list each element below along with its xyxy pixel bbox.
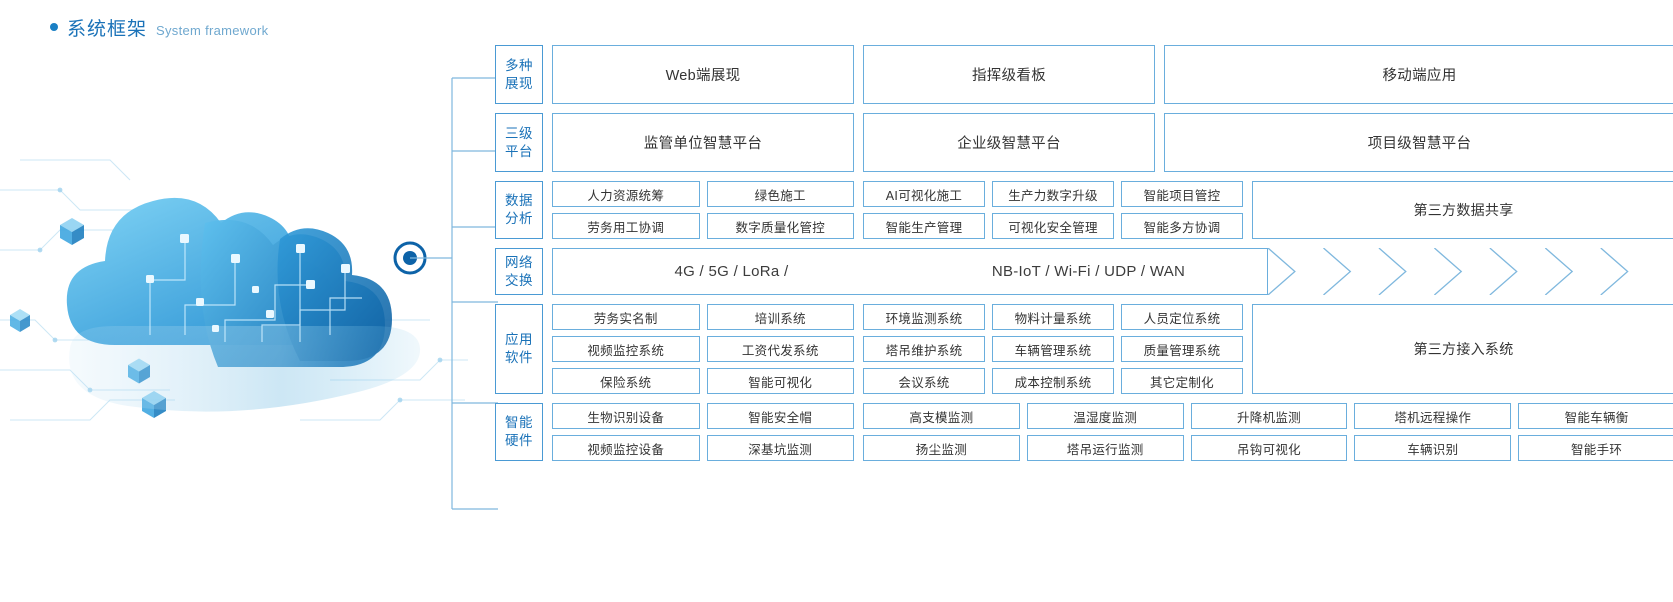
network-segment-cellular: 4G / 5G / LoRa /	[674, 263, 789, 280]
box-smart-project-control[interactable]: 智能项目管控	[1121, 181, 1243, 207]
box-green-construction[interactable]: 绿色施工	[706, 181, 854, 207]
row-label-line1: 三级	[505, 125, 533, 141]
box-supervision-platform[interactable]: 监管单位智慧平台	[552, 113, 854, 172]
cloud-svg	[0, 159, 468, 421]
box-smart-visualization[interactable]: 智能可视化	[706, 368, 854, 394]
box-labor-coordination[interactable]: 劳务用工协调	[552, 213, 700, 239]
row-label-line2: 展现	[505, 75, 533, 91]
box-smart-wristband[interactable]: 智能手环	[1518, 435, 1673, 461]
box-high-formwork-monitoring[interactable]: 高支模监测	[863, 403, 1020, 429]
row-label-line2: 平台	[505, 143, 533, 159]
row-data-analysis: 数据 分析 人力资源统筹 绿色施工 劳务用工协调 数字质量化管控	[495, 181, 1673, 239]
box-quality-management-system[interactable]: 质量管理系统	[1121, 336, 1243, 362]
box-hr-coordination[interactable]: 人力资源统筹	[552, 181, 700, 207]
row-label-smart-hardware[interactable]: 智能 硬件	[495, 403, 543, 461]
box-payroll-system[interactable]: 工资代发系统	[706, 336, 854, 362]
box-vehicle-recognition[interactable]: 车辆识别	[1354, 435, 1512, 461]
tree-connector	[410, 45, 505, 520]
diagram-rows: 多种 展现 Web端展现 指挥级看板 移动端应用 三级 平台	[495, 45, 1673, 470]
floating-cube-icon-2	[10, 309, 30, 332]
row-label-application-software[interactable]: 应用 软件	[495, 304, 543, 394]
box-third-party-data-sharing[interactable]: 第三方数据共享	[1252, 181, 1673, 239]
box-other-customization[interactable]: 其它定制化	[1121, 368, 1243, 394]
box-env-monitoring-system[interactable]: 环境监测系统	[863, 304, 985, 330]
page-title-en: System framework	[156, 23, 269, 38]
box-personnel-positioning-system[interactable]: 人员定位系统	[1121, 304, 1243, 330]
chevron-arrow-group	[1267, 247, 1629, 296]
box-hoist-monitoring[interactable]: 升降机监测	[1190, 403, 1348, 429]
box-tower-crane-remote-operation[interactable]: 塔机远程操作	[1354, 403, 1512, 429]
circuit-nodes	[37, 187, 443, 403]
row-label-line1: 网络	[505, 254, 533, 270]
box-insurance-system[interactable]: 保险系统	[552, 368, 700, 394]
row-network-exchange: 网络 交换 4G / 5G / LoRa / NB-IoT / Wi-Fi / …	[495, 247, 1673, 296]
box-third-party-access-system[interactable]: 第三方接入系统	[1252, 304, 1673, 394]
box-web-display[interactable]: Web端展现	[552, 45, 854, 104]
box-biometric-device[interactable]: 生物识别设备	[552, 403, 700, 429]
box-labor-realname[interactable]: 劳务实名制	[552, 304, 700, 330]
box-hook-visualization[interactable]: 吊钩可视化	[1190, 435, 1348, 461]
box-digital-quality-control[interactable]: 数字质量化管控	[706, 213, 854, 239]
box-ai-visual-construction[interactable]: AI可视化施工	[863, 181, 985, 207]
cloud-circuit-dots	[146, 234, 350, 332]
network-protocol-bar[interactable]: 4G / 5G / LoRa / NB-IoT / Wi-Fi / UDP / …	[552, 248, 1268, 295]
box-visual-safety-mgmt[interactable]: 可视化安全管理	[992, 213, 1114, 239]
row-label-line2: 软件	[505, 350, 533, 365]
box-smart-multiparty-coordination[interactable]: 智能多方协调	[1121, 213, 1243, 239]
row-label-line1: 数据	[505, 193, 533, 208]
box-crane-maintenance-system[interactable]: 塔吊维护系统	[863, 336, 985, 362]
box-smart-vehicle-scale[interactable]: 智能车辆衡	[1518, 403, 1673, 429]
floating-cube-icon	[60, 218, 84, 245]
network-segment-iot: NB-IoT / Wi-Fi / UDP / WAN	[991, 263, 1186, 280]
bullet-dot	[50, 23, 58, 31]
tree-connector-svg	[410, 77, 498, 510]
network-flow-arrows	[1267, 247, 1673, 296]
box-project-platform[interactable]: 项目级智慧平台	[1164, 113, 1673, 172]
box-cost-control-system[interactable]: 成本控制系统	[992, 368, 1114, 394]
row-label-line2: 交换	[505, 272, 533, 288]
box-video-surveillance-system[interactable]: 视频监控系统	[552, 336, 700, 362]
page-title: 系统框架 System framework	[50, 14, 268, 41]
box-conference-system[interactable]: 会议系统	[863, 368, 985, 394]
row-three-tier-platform: 三级 平台 监管单位智慧平台 企业级智慧平台 项目级智慧平台	[495, 113, 1673, 172]
box-tower-crane-operation-monitoring[interactable]: 塔吊运行监测	[1026, 435, 1184, 461]
box-smart-helmet[interactable]: 智能安全帽	[706, 403, 854, 429]
row-smart-hardware: 智能 硬件 生物识别设备 智能安全帽 视频监控设备 深基坑监测	[495, 403, 1673, 461]
box-productivity-digital-upgrade[interactable]: 生产力数字升级	[992, 181, 1114, 207]
box-vehicle-management-system[interactable]: 车辆管理系统	[992, 336, 1114, 362]
row-multi-presentation: 多种 展现 Web端展现 指挥级看板 移动端应用	[495, 45, 1673, 104]
row-label-line1: 应用	[505, 332, 533, 347]
row-label-line2: 硬件	[505, 433, 533, 448]
box-enterprise-platform[interactable]: 企业级智慧平台	[863, 113, 1155, 172]
box-temp-humidity-monitoring[interactable]: 温湿度监测	[1026, 403, 1184, 429]
row-label-data-analysis[interactable]: 数据 分析	[495, 181, 543, 239]
box-material-metering-system[interactable]: 物料计量系统	[992, 304, 1114, 330]
box-video-surveillance-device[interactable]: 视频监控设备	[552, 435, 700, 461]
row-application-software: 应用 软件 劳务实名制 培训系统 视频监控系统 工资代发系统 保险系统 智能可视…	[495, 304, 1673, 394]
box-mobile-app[interactable]: 移动端应用	[1164, 45, 1673, 104]
cloud-circuit-traces	[149, 240, 362, 342]
cloud-shape	[66, 197, 421, 412]
box-deep-foundation-monitoring[interactable]: 深基坑监测	[706, 435, 854, 461]
box-dust-monitoring[interactable]: 扬尘监测	[863, 435, 1020, 461]
page-title-cn: 系统框架	[67, 19, 148, 40]
cloud-computing-illustration	[0, 120, 470, 440]
box-command-dashboard[interactable]: 指挥级看板	[863, 45, 1155, 104]
box-smart-production-mgmt[interactable]: 智能生产管理	[863, 213, 985, 239]
row-label-line1: 智能	[505, 415, 533, 430]
row-label-three-tier-platform[interactable]: 三级 平台	[495, 113, 543, 172]
row-label-multi-presentation[interactable]: 多种 展现	[495, 45, 543, 104]
row-label-line2: 分析	[505, 211, 533, 226]
row-label-line1: 多种	[505, 57, 533, 73]
row-label-network-exchange[interactable]: 网络 交换	[495, 248, 543, 295]
box-training-system[interactable]: 培训系统	[706, 304, 854, 330]
